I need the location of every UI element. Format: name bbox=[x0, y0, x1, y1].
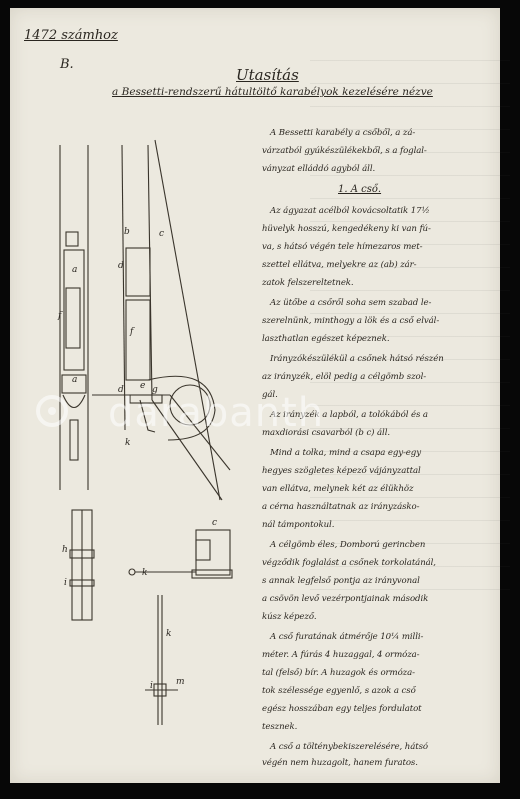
breech-side-view bbox=[121, 139, 231, 501]
body-line: Mind a tolka, mind a csapa egy-egy bbox=[270, 448, 421, 458]
figure-label: c bbox=[159, 229, 164, 239]
figure-label: a bbox=[72, 375, 77, 385]
body-line: Az ágyazat acélból kovácsoltatik 17½ bbox=[270, 206, 430, 216]
figure-label: f bbox=[57, 311, 63, 321]
body-line: méter. A fúrás 4 huzaggal, 4 ormóza- bbox=[262, 650, 420, 660]
body-line: van ellátva, melynek két az élükhöz bbox=[262, 484, 414, 494]
body-line: tok szélessége egyenlő, s azok a cső bbox=[262, 686, 416, 696]
body-line: tesznek. bbox=[262, 722, 298, 732]
body-line: hüvelyk hosszú, kengedékeny ki van fú- bbox=[262, 224, 431, 234]
body-line: szerelnünk, minthogy a lök és a cső elvá… bbox=[262, 316, 440, 326]
figure-label: k bbox=[125, 438, 130, 448]
body-line: végződik foglalást a csőnek torkolatánál… bbox=[262, 558, 436, 568]
body-line: a csövön levő vezérpontjainak második bbox=[262, 594, 429, 604]
figure-label: e bbox=[140, 381, 145, 391]
body-line: Az ütőbe a csőről soha sem szabad le- bbox=[270, 298, 432, 308]
body-line: kúsz képező. bbox=[262, 612, 317, 622]
reference-number: 1472 számhoz bbox=[24, 28, 118, 43]
figure-label: a bbox=[72, 265, 77, 275]
body-line: s annak legfelső pontja az irányvonal bbox=[262, 576, 420, 586]
body-line: az irányzék, elöl pedig a célgömb szol- bbox=[262, 372, 427, 382]
figure-label: i bbox=[150, 681, 153, 691]
body-line: Az irányzék a lapból, a tolókából és a bbox=[270, 410, 428, 420]
body-line: maxdiorási csavarból (b c) áll. bbox=[262, 428, 390, 438]
figure-label: f bbox=[129, 327, 135, 337]
body-line: zatok felszereltetnek. bbox=[262, 278, 354, 288]
show-through-texture bbox=[310, 38, 510, 598]
figure-label: k bbox=[166, 629, 171, 639]
body-line: A Bessetti karabély a csőből, a zá- bbox=[270, 128, 416, 138]
body-line: a cérna használtatnak az irányzásko- bbox=[262, 502, 420, 512]
body-line: gál. bbox=[262, 390, 278, 400]
body-line: laszthatlan egészet képeznek. bbox=[262, 334, 390, 344]
sight-detail bbox=[69, 509, 95, 621]
body-line: A cső a tölténybekiszerelésére, hátsó bbox=[270, 742, 428, 752]
slide-detail bbox=[128, 529, 233, 579]
figure-label: h bbox=[62, 545, 68, 555]
figure-label: d bbox=[118, 261, 124, 271]
margin-mark: B. bbox=[60, 57, 74, 72]
barrel-front-view bbox=[59, 145, 170, 490]
document-title: Utasítás bbox=[236, 66, 299, 84]
document-subtitle: a Bessetti-rendszerű hátultöltő karabély… bbox=[112, 86, 433, 98]
body-line: A célgömb éles, Domború gerincben bbox=[270, 540, 426, 550]
figure-label: b bbox=[124, 227, 130, 237]
figure-label: k bbox=[142, 568, 147, 578]
body-line: A cső furatának átmérője 10¼ milli- bbox=[270, 632, 424, 642]
body-line: szettel ellátva, melyekre az (ab) zár- bbox=[262, 260, 417, 270]
body-line: Irányzókészülékül a csőnek hátsó részén bbox=[270, 354, 444, 364]
body-line: va, s hátsó végén tele hímezaros met- bbox=[262, 242, 423, 252]
figure-label: d bbox=[118, 385, 124, 395]
document-page bbox=[10, 8, 510, 783]
body-line: várzatból gyúkészülékekből, s a foglal- bbox=[262, 146, 427, 156]
figure-label: i bbox=[64, 578, 67, 588]
section-heading: 1. A cső. bbox=[338, 184, 382, 195]
rod-detail bbox=[145, 595, 178, 725]
body-line: ványzat elláddó agyból áll. bbox=[262, 164, 376, 174]
figure-label: g bbox=[152, 385, 158, 395]
body-line: nál támpontokul. bbox=[262, 520, 335, 530]
watermark: darabanth bbox=[108, 390, 325, 436]
figure-label: m bbox=[176, 677, 185, 687]
body-line: tal (felső) bír. A huzagok és ormóza- bbox=[262, 668, 415, 678]
watermark-logo bbox=[36, 395, 68, 427]
body-line: végén nem huzagolt, hanem furatos. bbox=[262, 758, 418, 768]
body-line: egész hosszában egy teljes fordulatot bbox=[262, 704, 422, 714]
body-line: hegyes szögletes képező vájányzattal bbox=[262, 466, 421, 476]
figure-label: c bbox=[212, 518, 217, 528]
